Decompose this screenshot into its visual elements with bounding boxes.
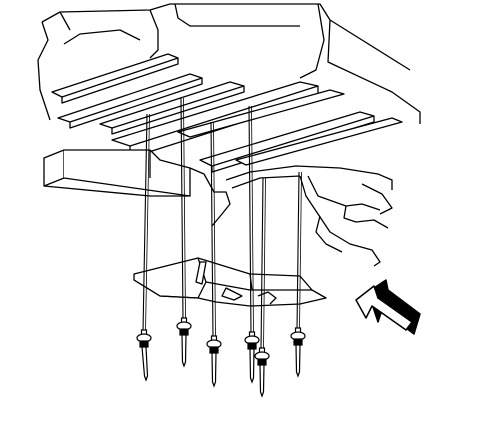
right-bracket (299, 175, 393, 267)
fastener-group (136, 317, 306, 398)
fastener-leader-line (210, 121, 214, 339)
view-direction-arrow-icon (355, 279, 421, 335)
fastener-leader-line (145, 113, 150, 333)
fastener-leader-line (248, 105, 252, 335)
push-pin-rivet-icon (244, 331, 260, 384)
fastener-leader-line (299, 171, 302, 331)
push-pin-rivet-icon (254, 347, 270, 398)
push-pin-rivet-icon (206, 335, 222, 388)
fastener-leader-lines (142, 97, 302, 351)
floor-pan (37, 3, 421, 124)
fastener-leader-line (296, 171, 300, 331)
fastener-leader-line (213, 121, 216, 339)
push-pin-rivet-icon (136, 329, 152, 382)
push-pin-rivet-icon (176, 317, 192, 368)
fastener-leader-line (142, 113, 148, 333)
floor-ribs (51, 53, 403, 173)
fastener-leader-line (180, 97, 184, 321)
push-pin-rivet-icon (290, 327, 306, 378)
fastener-leader-line (263, 177, 266, 351)
subframe-rail (43, 149, 393, 227)
fastener-leader-line (183, 97, 186, 321)
fastener-leader-line (251, 105, 254, 335)
fastener-leader-line (260, 177, 264, 351)
